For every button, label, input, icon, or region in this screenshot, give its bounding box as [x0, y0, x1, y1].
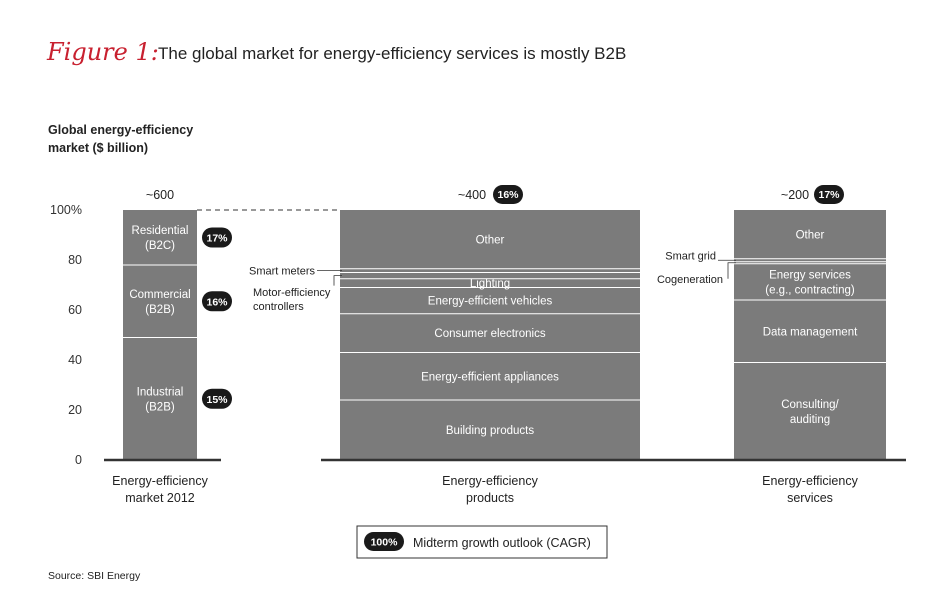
x-category-label: services: [787, 491, 833, 505]
figure-label: Figure 1:: [46, 38, 159, 66]
segment-label: (B2B): [145, 304, 175, 316]
segment-label: Lighting: [470, 278, 510, 290]
x-category-label: market 2012: [125, 491, 195, 505]
y-axis-ticks: 100% 80 60 40 20 0: [50, 203, 82, 467]
segment-label: Other: [796, 229, 825, 241]
x-category-label: products: [466, 491, 514, 505]
segment-residential-b2c: [123, 210, 197, 265]
bar-total: ~600: [146, 188, 174, 202]
segment-label: Industrial: [137, 386, 184, 398]
cagr-badge-text: 15%: [206, 394, 228, 406]
segment-label: Building products: [446, 425, 534, 437]
y-tick-label: 80: [68, 253, 82, 267]
segment-label: Energy-efficient appliances: [421, 371, 559, 383]
callouts: Motor-efficiency controllers Smart metersC…: [249, 250, 736, 313]
x-category-label: Energy-efficiency: [112, 474, 208, 488]
segment-label: (B2C): [145, 240, 175, 252]
leader-line: [727, 262, 736, 279]
legend-text: Midterm growth outlook (CAGR): [413, 536, 591, 550]
segment-label: Energy-efficient vehicles: [428, 296, 553, 308]
bar-total: ~400: [458, 188, 486, 202]
segment-label: Commercial: [129, 289, 190, 301]
cagr-badge: [202, 227, 232, 248]
segment-label: (B2B): [145, 401, 175, 413]
segment-label: Consumer electronics: [434, 328, 545, 340]
cagr-badge-text: 17%: [206, 233, 228, 245]
cagr-badge-text: 16%: [497, 189, 519, 201]
segment-commercial-b2b: [123, 265, 197, 338]
bar-total: ~200: [781, 188, 809, 202]
segment-industrial-b2b: [123, 337, 197, 460]
bar-energy-efficiency-products: Building products Energy-efficient applia…: [340, 185, 640, 505]
source-note: Source: SBI Energy: [48, 570, 141, 582]
x-category-label: Energy-efficiency: [762, 474, 858, 488]
cagr-badge: [814, 185, 844, 204]
segment-other: [340, 210, 640, 269]
callout-cogeneration: Cogeneration: [657, 274, 723, 286]
y-tick-label: 60: [68, 303, 82, 317]
segment-cogeneration: [734, 261, 886, 264]
segment-label: Data management: [763, 326, 858, 338]
cagr-badge-text: 16%: [206, 296, 228, 308]
segment-label: Residential: [132, 225, 189, 237]
y-axis-label-line-1: Global energy-efficiency: [48, 123, 193, 137]
legend-badge-text: 100%: [371, 537, 399, 549]
cagr-badge: [493, 185, 523, 204]
segment-energy-efficient-appliances: [340, 352, 640, 400]
bar-energy-efficiency-market-2012: Industrial (B2B) 15% Commercial (B2B) 16% Resi…: [112, 188, 232, 505]
chart-title: The global market for energy-efficiency …: [158, 44, 626, 63]
y-tick-label: 20: [68, 403, 82, 417]
segment-other: [734, 210, 886, 259]
segment-data-management: [734, 300, 886, 363]
leader-line: [333, 275, 342, 286]
y-tick-label: 0: [75, 453, 82, 467]
segment-energy-efficient-vehicles: [340, 287, 640, 314]
segment-label: Consulting/: [781, 399, 839, 411]
callout-smart-grid: Smart grid: [665, 250, 716, 262]
segment-consumer-electronics: [340, 313, 640, 353]
segment-motor-efficiency-controllers: [340, 272, 640, 279]
segment-label: Energy services: [769, 269, 851, 281]
callout-motor-efficiency-controllers: controllers: [253, 301, 304, 313]
bars: Industrial (B2B) 15% Commercial (B2B) 16% Resi…: [112, 185, 886, 505]
legend: 100% Midterm growth outlook (CAGR): [356, 525, 608, 559]
cagr-badge: [202, 388, 232, 409]
segment-building-products: [340, 400, 640, 460]
segment-energy-services-e-g-contracting: [734, 263, 886, 300]
callout-motor-efficiency-controllers: Motor-efficiency: [253, 287, 331, 299]
callout-smart-meters: Smart meters: [249, 266, 316, 278]
segment-smart-meters: [340, 268, 640, 273]
segment-consulting-auditing: [734, 362, 886, 460]
segment-lighting: [340, 278, 640, 288]
y-axis-label-line-2: market ($ billion): [48, 141, 148, 155]
segment-label: Other: [476, 234, 505, 246]
baselines: [104, 209, 906, 462]
y-tick-label: 100%: [50, 203, 82, 217]
y-tick-label: 40: [68, 353, 82, 367]
x-category-label: Energy-efficiency: [442, 474, 538, 488]
cagr-badge: [202, 291, 232, 312]
legend-badge: [364, 532, 404, 551]
segment-smart-grid: [734, 258, 886, 262]
segment-label: (e.g., contracting): [765, 284, 855, 296]
cagr-badge-text: 17%: [818, 189, 840, 201]
segment-label: auditing: [790, 414, 830, 426]
